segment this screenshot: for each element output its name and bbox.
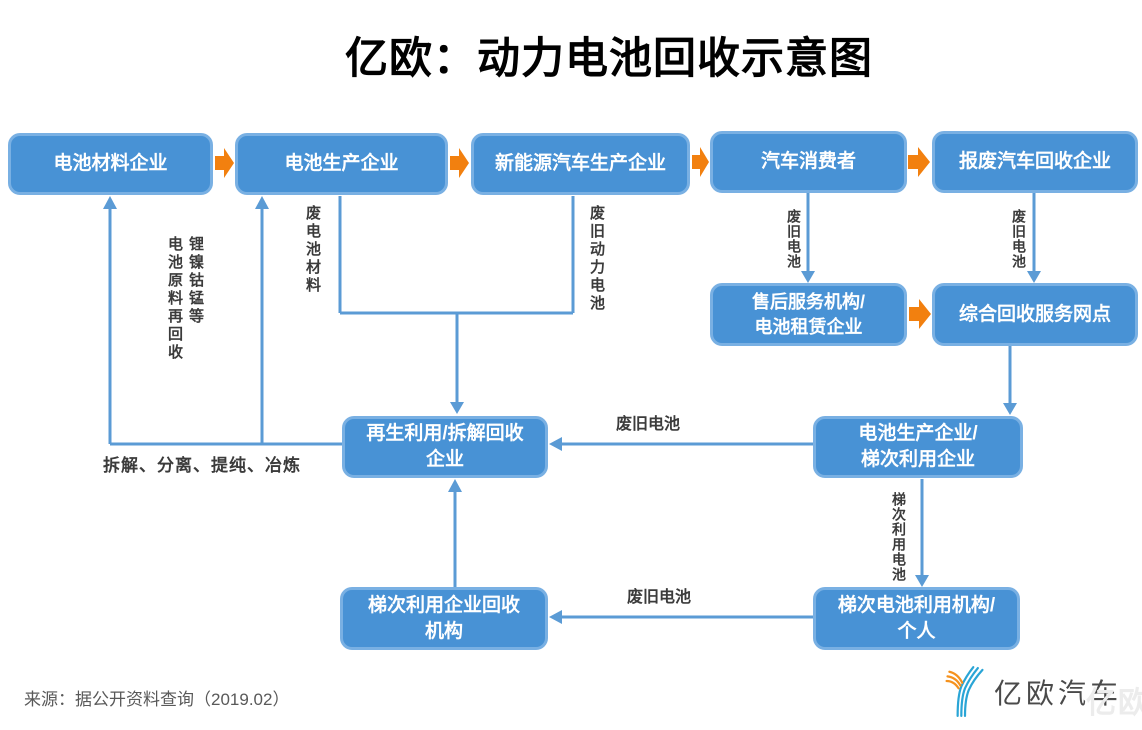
node-recycling-dismantling: 再生利用/拆解回收 企业 (342, 416, 548, 478)
node-echelon-recycle-org: 梯次利用企业回收 机构 (340, 587, 548, 650)
brand-logo-text: 亿欧汽车 (994, 678, 1123, 709)
label-waste-power-battery: 废旧动力电池 (588, 205, 605, 313)
arrowhead-left-icon (549, 437, 562, 451)
label-waste-battery-scrap: 废旧电池 (1011, 209, 1027, 269)
flow-arrow-right-icon (450, 148, 469, 178)
flow-arrow-right-icon (215, 148, 234, 178)
arrowhead-down-icon (801, 271, 815, 283)
arrowhead-down-icon (450, 402, 464, 414)
arrowhead-up-icon (103, 196, 117, 209)
label-waste-battery-to-recycler: 废旧电池 (616, 416, 681, 433)
connector-arrowheads (103, 196, 1041, 624)
node-scrap-car-recycler: 报废汽车回收企业 (932, 131, 1138, 193)
arrowhead-up-icon (448, 479, 462, 492)
node-battery-material: 电池材料企业 (8, 133, 213, 195)
label-waste-battery-to-echelon-org: 废旧电池 (627, 589, 692, 606)
label-waste-battery-material: 废电池材料 (304, 205, 321, 295)
label-process-steps: 拆解、分离、提纯、冶炼 (103, 456, 301, 475)
source-note: 来源：据公开资料查询（2019.02） (24, 690, 290, 709)
node-car-consumer: 汽车消费者 (710, 131, 907, 193)
watermark: 亿欧 (1086, 687, 1142, 720)
node-after-sales-leasing: 售后服务机构/ 电池租赁企业 (710, 283, 907, 346)
arrowhead-down-icon (1027, 271, 1041, 283)
node-recycle-network: 综合回收服务网点 (932, 283, 1138, 346)
flow-arrow-right-icon (692, 147, 709, 177)
node-echelon-user: 梯次电池利用机构/ 个人 (813, 587, 1020, 650)
connector-lines (108, 193, 1036, 619)
page-title: 亿欧：动力电池回收示意图 (345, 35, 873, 83)
arrowhead-down-icon (915, 575, 929, 587)
flow-arrow-right-icon (909, 299, 931, 329)
flow-arrow-right-icon (908, 147, 930, 177)
label-echelon-battery: 梯次利用电池 (891, 492, 907, 582)
arrowhead-up-icon (255, 196, 269, 209)
brand-logo: 亿欧汽车 (942, 664, 1122, 720)
node-nev-producer: 新能源汽车生产企业 (471, 133, 690, 195)
eo-logo-icon (945, 666, 984, 718)
arrowhead-left-icon (549, 610, 562, 624)
flow-arrows-orange (215, 147, 931, 329)
node-battery-producer: 电池生产企业 (235, 133, 448, 195)
label-waste-battery-consumer: 废旧电池 (786, 209, 802, 269)
arrowhead-down-icon (1003, 403, 1017, 415)
label-raw-material-recycle: 锂镍钴锰等 电池原料再回收 (166, 236, 204, 362)
node-producer-echelon: 电池生产企业/ 梯次利用企业 (813, 416, 1023, 478)
